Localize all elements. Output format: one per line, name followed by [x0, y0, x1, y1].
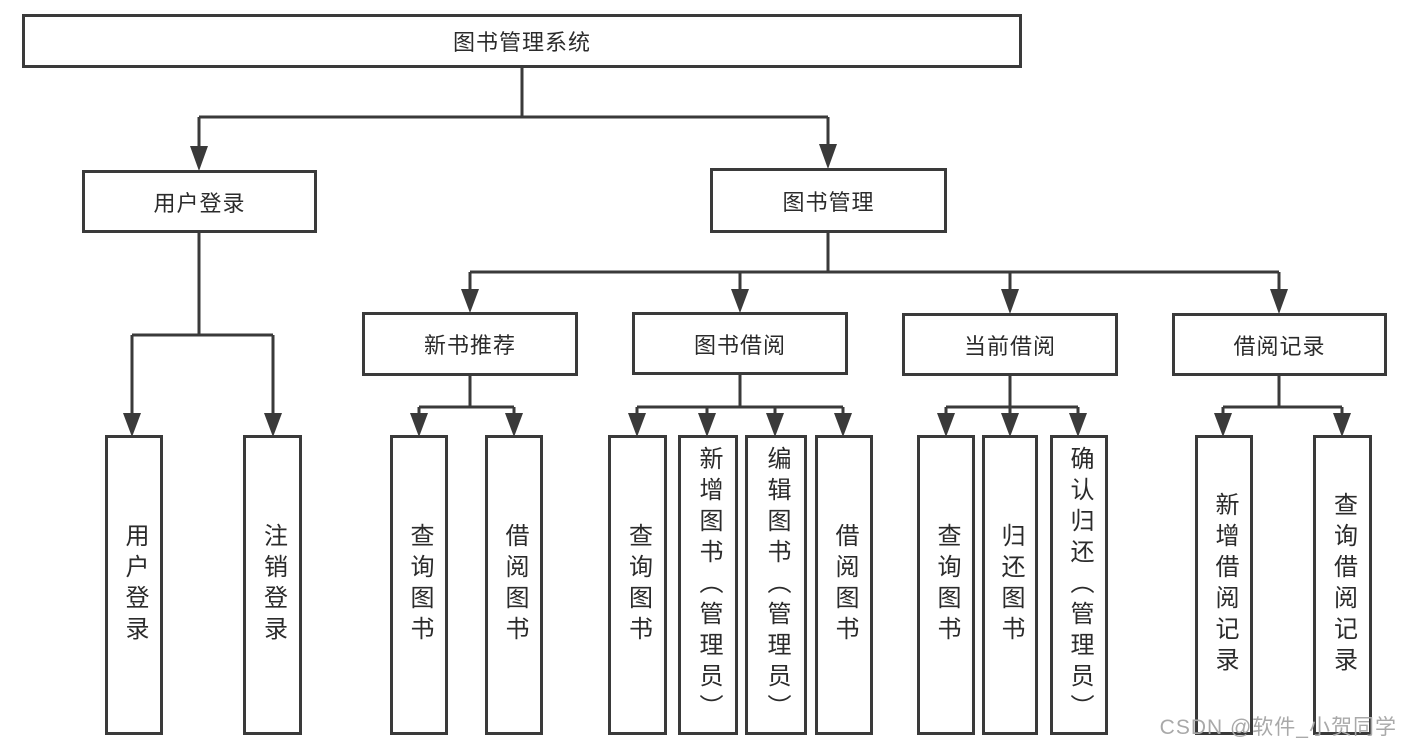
leaf-return-books: 归还图书	[982, 435, 1038, 735]
leaf-confirm-return-admin: 确认归还（管理员）	[1050, 435, 1108, 735]
leaf-edit-books-admin: 编辑图书（管理员）	[745, 435, 807, 735]
leaf-borrow-books: 借阅图书	[815, 435, 873, 735]
node-new-book-recommendation: 新书推荐	[362, 312, 578, 376]
leaf-query-books-recommend: 查询图书	[390, 435, 448, 735]
node-current-borrowing: 当前借阅	[902, 313, 1118, 376]
node-user-login: 用户登录	[82, 170, 317, 233]
node-book-borrowing: 图书借阅	[632, 312, 848, 375]
leaf-add-borrow-record: 新增借阅记录	[1195, 435, 1253, 735]
leaf-query-books-borrow: 查询图书	[608, 435, 667, 735]
csdn-watermark: CSDN @软件_小贺同学	[1159, 716, 1397, 739]
leaf-query-books-current: 查询图书	[917, 435, 975, 735]
node-book-management: 图书管理	[710, 168, 947, 233]
leaf-user-login: 用户登录	[105, 435, 163, 735]
node-borrowing-records: 借阅记录	[1172, 313, 1387, 376]
leaf-query-borrow-record: 查询借阅记录	[1313, 435, 1372, 735]
leaf-add-books-admin: 新增图书（管理员）	[678, 435, 738, 735]
leaf-borrow-books-recommend: 借阅图书	[485, 435, 543, 735]
node-library-management-system: 图书管理系统	[22, 14, 1022, 68]
leaf-logout: 注销登录	[243, 435, 302, 735]
